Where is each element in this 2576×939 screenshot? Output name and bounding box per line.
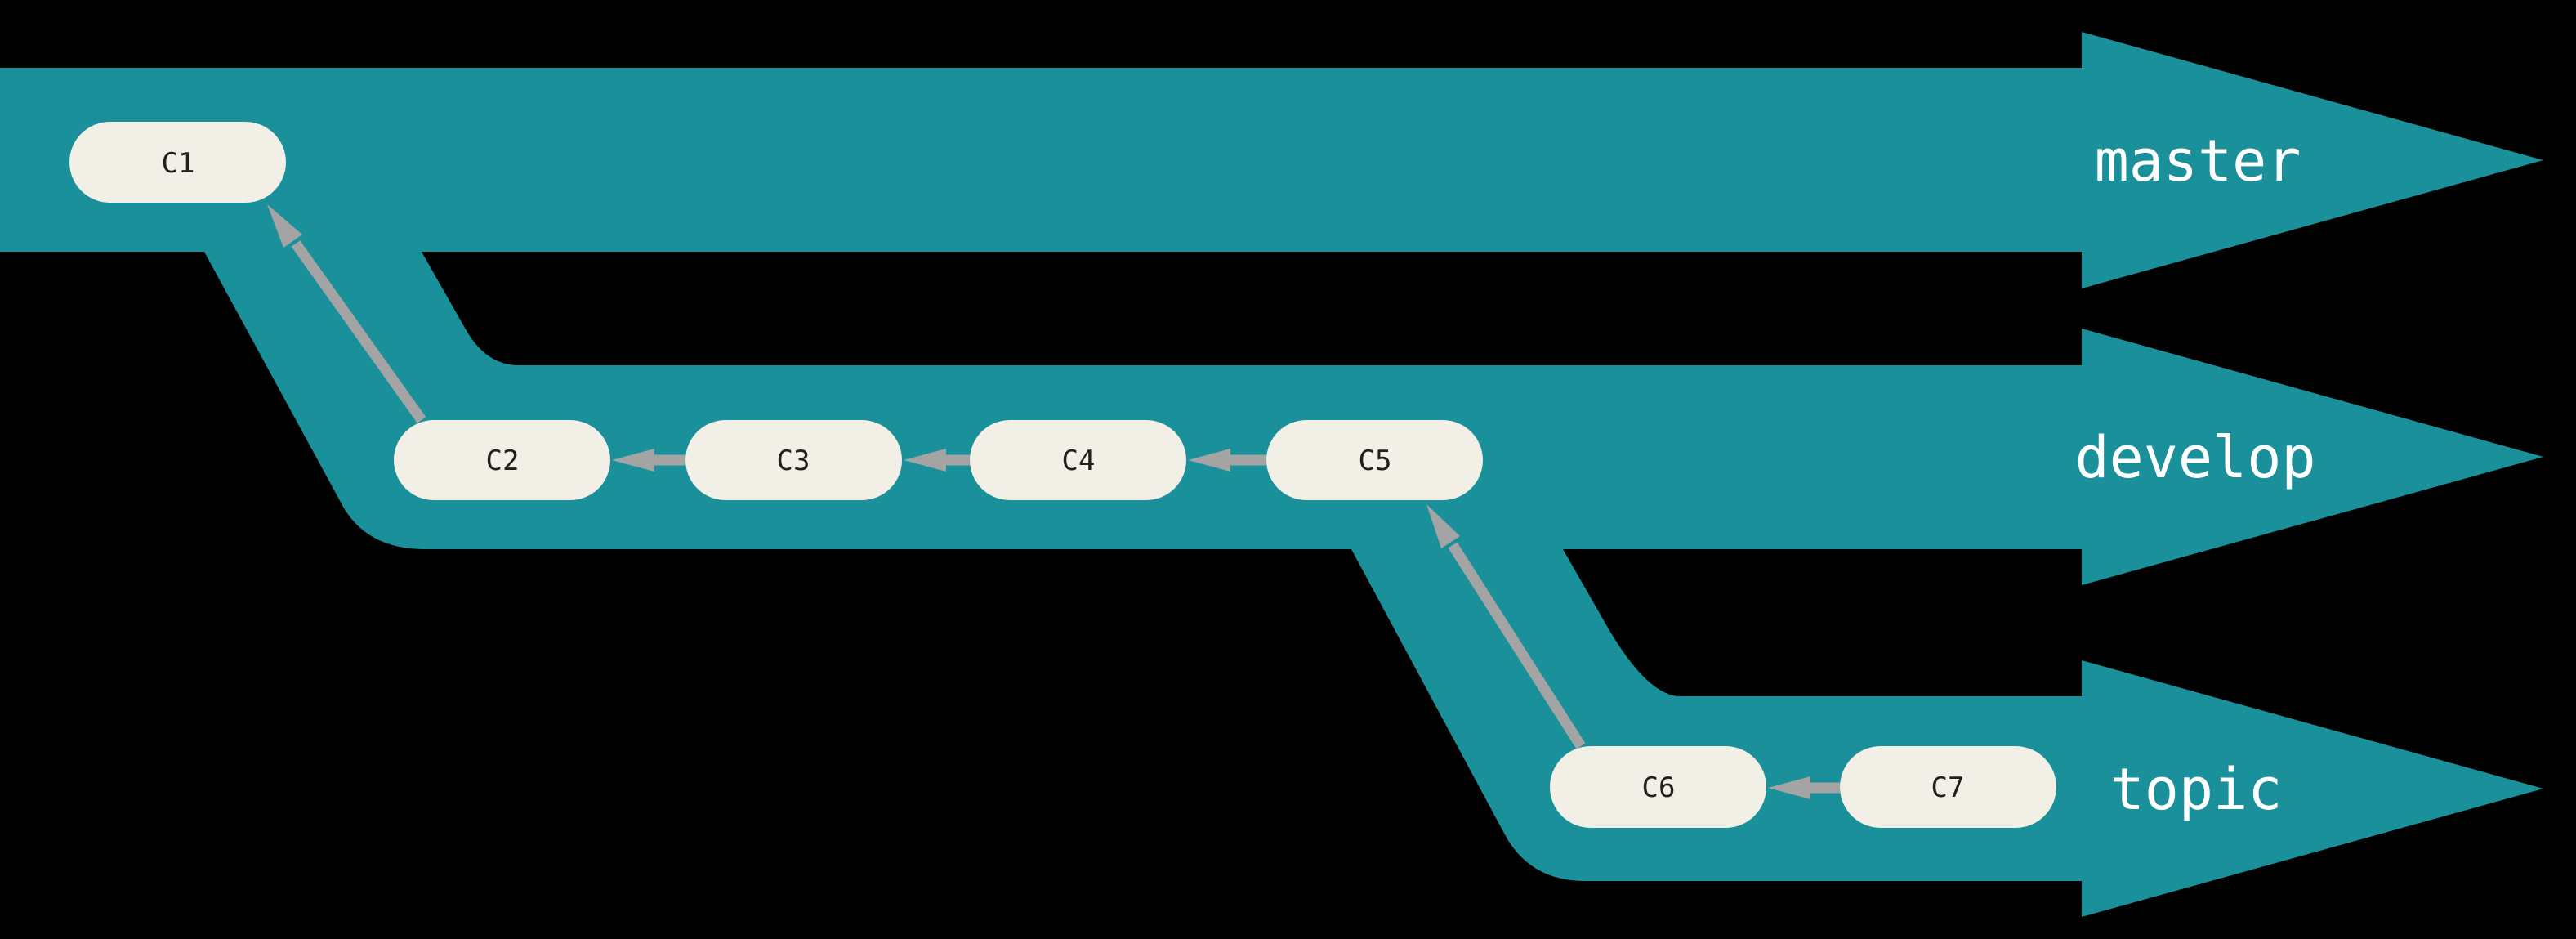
commit-label: C5 [1359, 445, 1392, 477]
edge-arrowhead [267, 204, 302, 248]
commit-capsule [970, 420, 1186, 500]
branch-label-master: master [2095, 127, 2301, 195]
commit-node-c4: C4 [970, 420, 1186, 500]
branch-label-topic: topic [2110, 756, 2283, 823]
commit-label: C6 [1642, 771, 1676, 804]
commit-label: C7 [1931, 771, 1965, 804]
commit-capsule [394, 420, 610, 500]
commit-node-c1: C1 [69, 122, 286, 203]
commit-node-c3: C3 [685, 420, 902, 500]
commit-capsule [1266, 420, 1483, 500]
edge-arrowhead [612, 449, 654, 472]
commit-edge-c7-c6 [1768, 776, 1840, 799]
commit-capsule [1840, 746, 2056, 828]
edge-arrowhead [1768, 776, 1810, 799]
commit-edge-c6-c5 [1426, 504, 1586, 749]
branch-lane-master [0, 32, 2543, 288]
edge-arrowhead [1426, 504, 1460, 548]
commit-edge-c5-c4 [1188, 449, 1266, 472]
edge-arrowhead [1188, 449, 1230, 472]
commit-label: C1 [162, 147, 195, 180]
edge-shaft [1448, 542, 1586, 749]
commit-edge-c3-c2 [612, 449, 685, 472]
commit-node-c2: C2 [394, 420, 610, 500]
commit-node-c5: C5 [1266, 420, 1483, 500]
edge-arrowhead [904, 449, 946, 472]
commit-edge-c4-c3 [904, 449, 970, 472]
commit-capsule [69, 122, 286, 203]
edge-shaft [291, 240, 426, 423]
commit-node-c6: C6 [1550, 746, 1766, 828]
branch-lane-develop [204, 252, 2543, 585]
commit-capsule [685, 420, 902, 500]
commit-label: C4 [1062, 445, 1096, 477]
branch-label-develop: develop [2074, 424, 2315, 491]
commit-capsule [1550, 746, 1766, 828]
commit-edge-c2-c1 [267, 204, 426, 423]
commit-node-c7: C7 [1840, 746, 2056, 828]
commit-label: C2 [486, 445, 520, 477]
commit-label: C3 [777, 445, 810, 477]
